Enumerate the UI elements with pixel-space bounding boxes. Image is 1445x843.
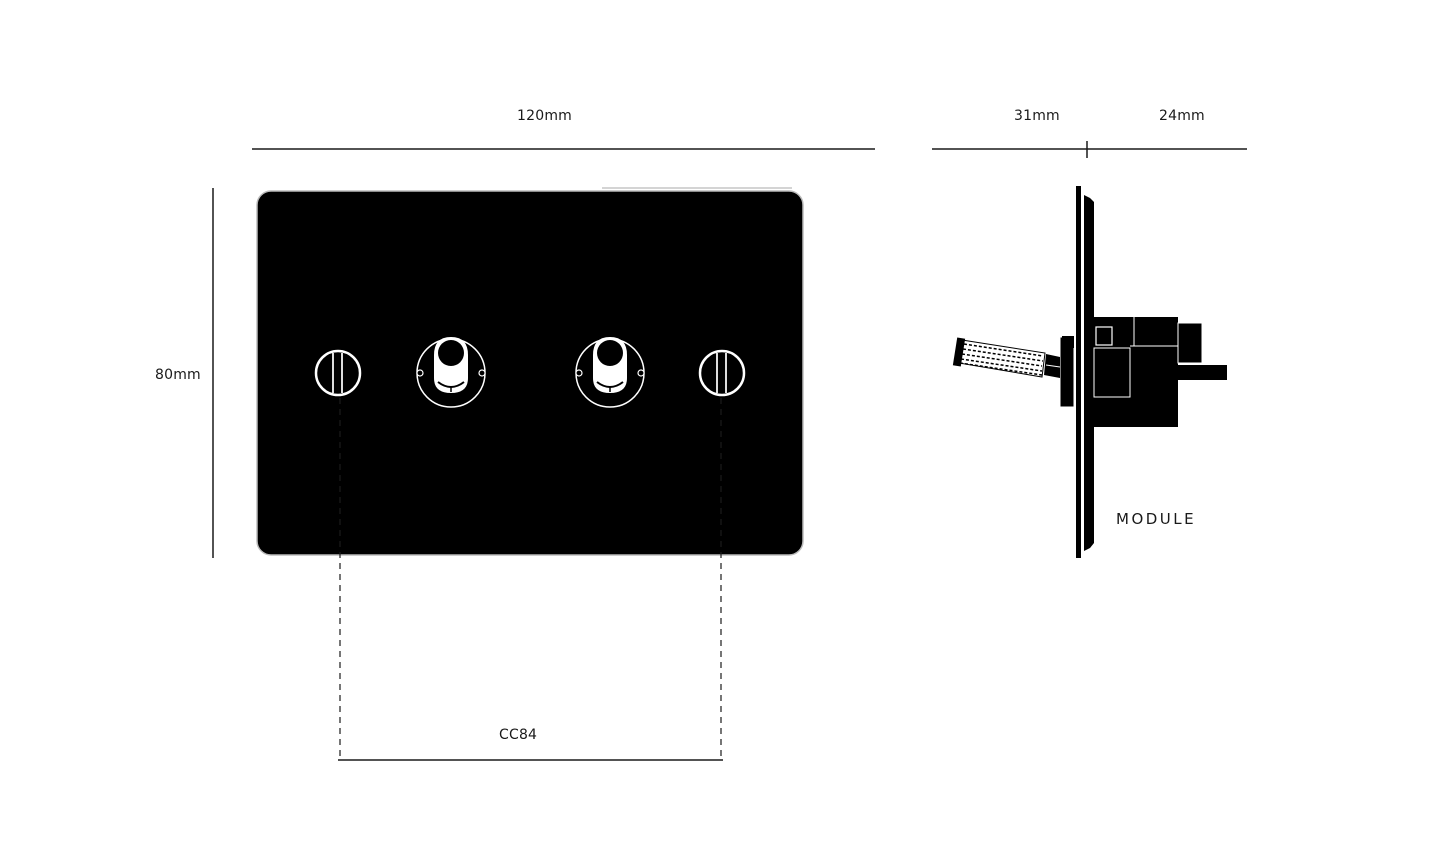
module-label: MODULE — [1116, 510, 1197, 528]
depth-front-label: 31mm — [1014, 108, 1060, 124]
side-view-module — [952, 186, 1227, 558]
depth-dimension-line — [932, 141, 1247, 158]
width-dimension-label: 120mm — [517, 108, 572, 124]
front-plate — [256, 187, 804, 556]
cc-label: CC84 — [499, 727, 538, 743]
cc-dimension — [338, 398, 723, 761]
depth-back-label: 24mm — [1159, 108, 1205, 124]
toggle-switch-icon-1 — [416, 337, 486, 408]
screw-icon-right — [698, 349, 746, 397]
screw-icon-left — [314, 349, 362, 397]
height-dimension-label: 80mm — [155, 367, 201, 383]
toggle-switch-icon-2 — [575, 337, 645, 408]
